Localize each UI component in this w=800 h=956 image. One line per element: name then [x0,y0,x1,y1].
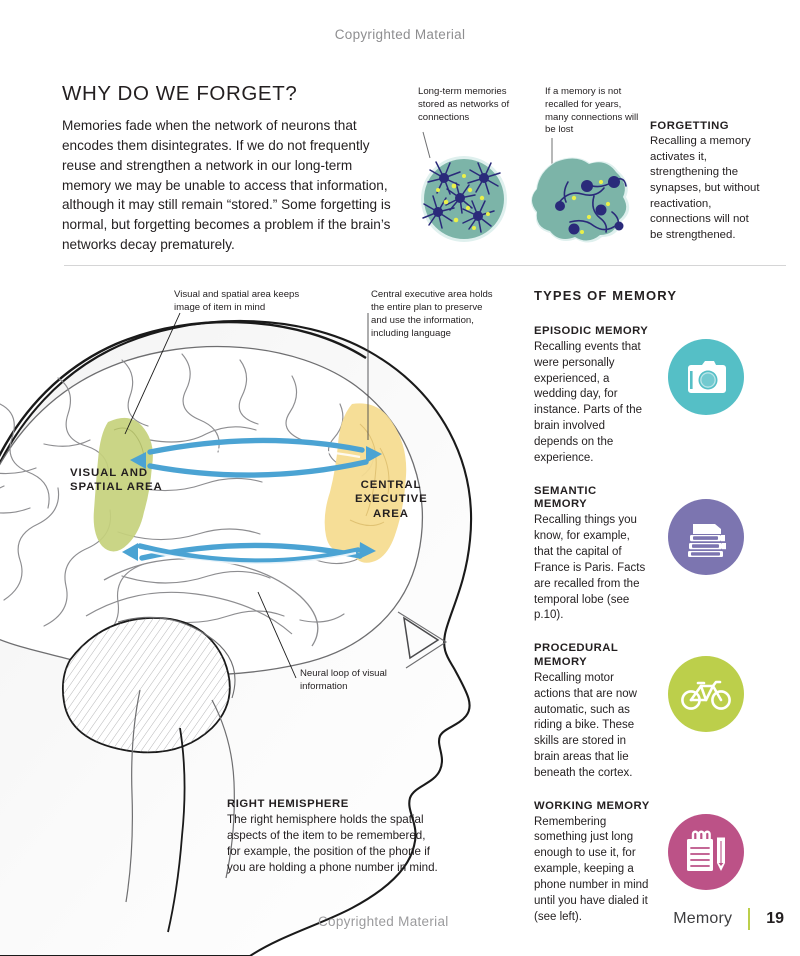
memory-type-title: WORKING MEMORY [534,799,650,812]
memory-type-title: SEMANTIC MEMORY [534,484,597,511]
forgetting-body: Recalling a memory activates it, strengt… [650,135,760,241]
camera-icon [668,339,744,415]
memory-type-procedural: PROCEDURAL MEMORY Recalling motor action… [534,642,786,782]
types-of-memory-section: TYPES OF MEMORY EPISODIC MEMORY Recallin… [534,288,786,926]
memory-type-text: EPISODIC MEMORY Recalling events that we… [534,325,652,467]
memory-type-semantic: SEMANTIC MEMORY Recalling things you kno… [534,485,786,625]
copyright-header: Copyrighted Material [334,27,466,42]
label-central-executive-area: CENTRAL EXECUTIVE AREA [355,479,428,520]
neuron-network-art [421,131,630,243]
memory-type-title: PROCEDURAL MEMORY [534,642,619,669]
callout-central-executive: Central executive area holds the entire … [371,289,493,339]
books-icon [668,498,744,575]
notepad-pencil-icon [668,813,744,890]
right-hemisphere-note: RIGHT HEMISPHERE The right hemisphere ho… [227,798,439,876]
memory-type-body: Recalling events that were personally ex… [534,340,643,464]
neuron-network-diagram: Long-term memories stored as networks of… [408,86,643,246]
memory-type-working: WORKING MEMORY Remembering something jus… [534,800,786,926]
footer-page-number: 19 [766,910,784,927]
article-block: WHY DO WE FORGET? Memories fade when the… [62,82,402,255]
page-footer: Memory 19 [673,908,784,930]
article-body: Memories fade when the network of neuron… [62,118,391,253]
neuron-caption-left: Long-term memories stored as networks of… [418,86,510,123]
page-title: WHY DO WE FORGET? [62,82,298,105]
memory-type-body: Recalling things you know, for example, … [534,514,646,622]
right-hemisphere-body: The right hemisphere holds the spatial a… [227,813,438,874]
callout-neural-loop: Neural loop of visual information [300,668,387,692]
callout-visual-spatial: Visual and spatial area keeps image of i… [174,289,300,313]
memory-type-body: Recalling motor actions that are now aut… [534,671,637,779]
memory-type-title: EPISODIC MEMORY [534,325,649,337]
memory-type-body: Remembering something just long enough t… [534,815,649,923]
forgetting-title: FORGETTING [650,120,730,132]
memory-type-text: SEMANTIC MEMORY Recalling things you kno… [534,485,652,625]
types-of-memory-title: TYPES OF MEMORY [534,288,678,303]
footer-section-label: Memory [673,910,733,927]
footer-divider [748,908,751,930]
section-divider [64,265,786,266]
bicycle-icon [668,656,744,733]
right-hemisphere-title: RIGHT HEMISPHERE [227,798,349,810]
label-visual-spatial-area: VISUAL AND SPATIAL AREA [70,467,163,494]
memory-type-text: WORKING MEMORY Remembering something jus… [534,800,652,926]
forgetting-note: FORGETTING Recalling a memory activates … [650,120,760,243]
copyright-footer: Copyrighted Material [318,914,449,929]
memory-type-episodic: EPISODIC MEMORY Recalling events that we… [534,325,786,467]
memory-type-text: PROCEDURAL MEMORY Recalling motor action… [534,642,652,782]
neuron-caption-right: If a memory is not recalled for years, m… [545,86,639,136]
